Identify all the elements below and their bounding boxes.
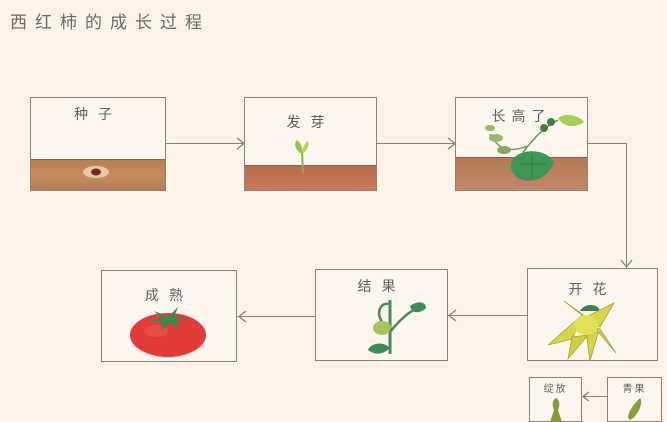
sub-stage-green-fruit-box: 青果: [607, 377, 662, 422]
sub-stage-bloom-box: 绽放: [529, 377, 582, 422]
arrowhead-icon: [237, 310, 247, 323]
soil: [245, 165, 376, 190]
stage-sprout-box: 发芽: [244, 97, 377, 191]
arrow-grow-to-flower-h: [588, 143, 626, 145]
stage-fruiting-box: 结果: [315, 269, 448, 361]
diagram-title: 西红柿的成长过程: [10, 13, 210, 33]
arrow-fruit-to-ripe: [237, 316, 315, 318]
arrow-green-to-bloom: [583, 396, 607, 398]
flower-icon: [547, 301, 617, 362]
arrow-grow-to-flower-v: [626, 143, 628, 268]
arrowhead-icon: [582, 391, 590, 402]
green-fruit-icon: [628, 398, 642, 420]
stage-seed-box: 种子: [30, 97, 166, 191]
arrowhead-icon: [447, 309, 457, 322]
sub-stage-green-fruit-label: 青果: [622, 384, 647, 395]
stage-ripe-box: 成熟: [101, 270, 237, 362]
arrowhead-icon: [620, 259, 633, 269]
stage-sprout-label: 发芽: [286, 115, 335, 131]
arrow-sprout-to-grow: [377, 143, 455, 145]
stage-flowering-box: 开花: [527, 268, 658, 362]
green-fruit-plant-icon: [368, 300, 426, 354]
wilted-flower-icon: [550, 398, 562, 422]
plant-icon: [485, 115, 584, 181]
arrow-flower-to-fruit: [448, 315, 527, 317]
stage-seed-label: 种子: [74, 107, 122, 123]
stage-fruiting-label: 结果: [357, 279, 406, 295]
tomato-icon: [130, 307, 206, 357]
stage-flowering-label: 开花: [568, 282, 617, 298]
seed-icon: [83, 166, 109, 178]
stage-grow-tall-box: 长高了: [455, 97, 588, 191]
stage-ripe-label: 成熟: [145, 288, 193, 304]
stage-grow-tall-label: 长高了: [491, 109, 552, 125]
sprout-icon: [295, 140, 309, 174]
sub-stage-bloom-label: 绽放: [543, 384, 568, 395]
arrow-seed-to-sprout: [166, 143, 244, 145]
